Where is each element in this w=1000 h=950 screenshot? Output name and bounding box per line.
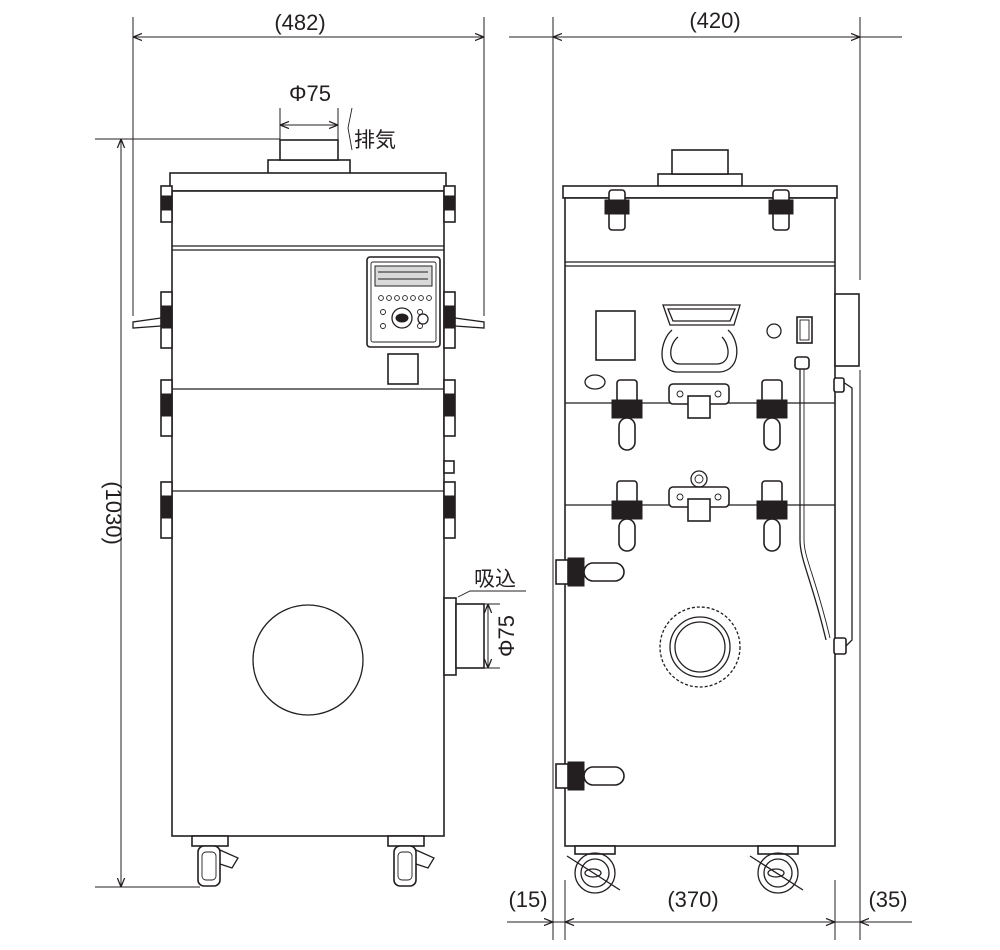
side-brackets [668,383,730,522]
side-intake-port [659,606,741,688]
intake-leader [457,590,526,598]
panel-buttons-row [378,295,432,301]
intake-diameter-label: Φ75 [494,615,519,657]
side-bottom-right-label: (35) [868,887,907,912]
front-view [132,139,485,887]
left-clamps [160,185,173,539]
control-panel [366,256,441,348]
side-width-label: (420) [689,8,740,33]
side-bottom-center-label: (370) [667,887,718,912]
exhaust-flow-leader [347,107,353,151]
right-clamps [443,185,456,539]
intake-flange [443,597,457,676]
side-view [555,149,860,894]
side-bottom-left-label: (15) [508,887,547,912]
right-handle [454,317,485,329]
exhaust-duct [279,139,339,161]
exhaust-label: 排気 [354,128,396,152]
intake-label: 吸込 [474,567,516,591]
side-lower-latches [555,557,625,791]
front-height-label: (1030) [101,481,126,545]
nameplate [595,310,636,361]
side-exhaust-duct [671,149,729,175]
indicator-lamp [766,323,782,339]
side-mid-clamps [611,379,788,552]
side-dimensions: (420) (15) (370) (35) [507,8,912,940]
exhaust-diameter-label: Φ75 [289,81,331,106]
front-caster-right [387,835,435,887]
front-dimensions: (482) (1030) Φ75 排気 吸込 Φ75 [95,10,526,888]
side-handle [661,304,741,373]
side-switch [796,316,813,344]
side-top-clamps [604,189,794,231]
dial-icon [391,307,413,329]
front-caster-left [191,835,239,887]
side-motor-box [834,293,860,367]
exhaust-duct-base [267,159,351,175]
power-switch-box [387,353,419,385]
front-width-label: (482) [274,10,325,35]
side-exhaust-base [657,173,743,187]
side-top-cap [562,185,838,199]
access-cover-circle [252,604,364,716]
intake-duct [455,603,485,669]
side-caster-left [566,845,621,894]
left-handle [132,317,162,329]
side-cabinet [564,197,836,847]
vent-badge-icon [584,374,606,390]
side-hose [794,356,853,655]
side-caster-right [749,845,804,894]
top-cap [169,172,447,192]
